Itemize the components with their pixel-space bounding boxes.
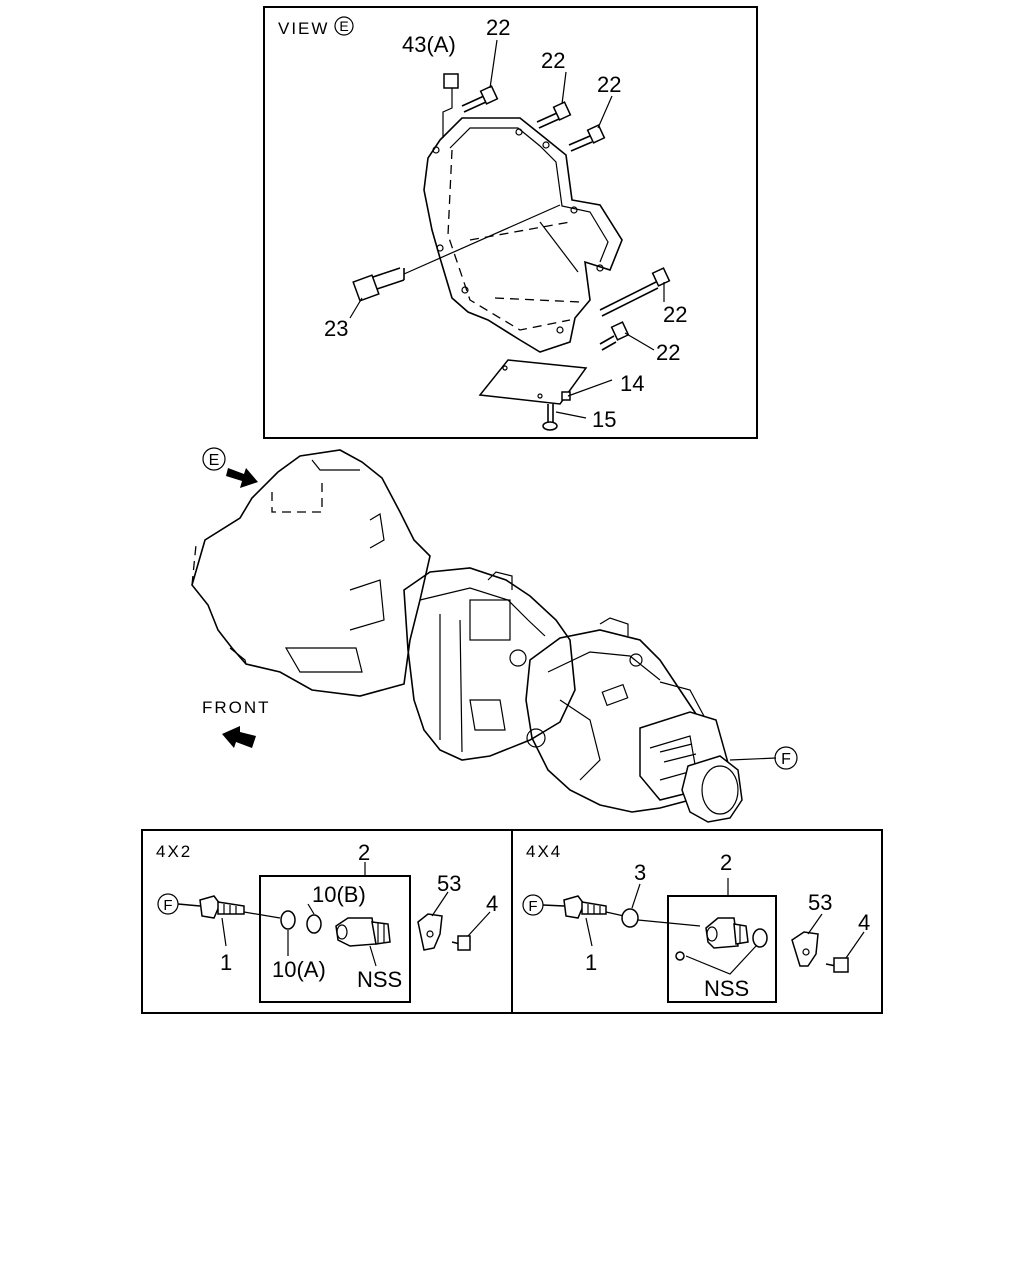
panel-4x2: 4X2 F	[156, 840, 498, 1003]
main-marker-e: E	[209, 452, 220, 469]
callout-4x2-nss: NSS	[357, 967, 402, 992]
main-case	[403, 567, 576, 761]
callout-4x4-53: 53	[808, 890, 832, 915]
callout-14: 14	[620, 371, 644, 396]
marker-f-4x4: F	[522, 894, 544, 916]
callout-4x4-2: 2	[720, 850, 732, 875]
seal-3-icon	[621, 908, 639, 928]
panel-4x4: 4X4 F	[522, 842, 870, 1003]
sleeve-2-icon-4x4	[705, 917, 749, 949]
callout-22-e: 22	[656, 340, 680, 365]
callout-4x4-4: 4	[858, 910, 870, 935]
callout-4x2-4: 4	[486, 891, 498, 916]
callout-4x2-10b: 10(B)	[312, 882, 366, 907]
callout-23: 23	[324, 316, 348, 341]
view-e-marker: E	[334, 16, 354, 36]
panel-4x4-title: 4X4	[526, 842, 562, 861]
view-e-frame	[263, 6, 758, 439]
bolt-22-a-icon	[461, 85, 499, 113]
callout-43a: 43(A)	[402, 32, 456, 57]
callout-4x2-53: 53	[437, 871, 461, 896]
bell-housing	[191, 449, 431, 697]
callout-22-a: 22	[486, 15, 510, 40]
callout-22-b: 22	[541, 48, 565, 73]
front-label: FRONT	[202, 698, 271, 717]
arrow-front-icon	[222, 726, 256, 748]
front-indicator: FRONT	[202, 698, 271, 748]
callout-22-c: 22	[597, 72, 621, 97]
o-ring-10b-icon	[306, 914, 322, 934]
bolt-23-icon	[352, 204, 561, 302]
small-seal-icon-4x4	[675, 951, 685, 961]
callout-4x4-3: 3	[634, 860, 646, 885]
main-marker-f: F	[781, 751, 791, 768]
sleeve-2-icon	[335, 917, 391, 947]
view-e-pointer: E	[202, 447, 258, 488]
view-f-pointer: F	[729, 746, 798, 770]
callout-4x4-nss: NSS	[704, 976, 749, 1001]
callout-22-d: 22	[663, 302, 687, 327]
view-e-marker-letter: E	[339, 18, 348, 34]
view-e-panel: VIEW E	[263, 6, 758, 439]
clutch-housing	[423, 117, 623, 353]
output-shaft	[639, 711, 743, 823]
bolt-4-icon-4x4	[825, 957, 849, 973]
bolt-43a-icon	[443, 73, 459, 89]
callout-4x4-1: 1	[585, 950, 597, 975]
callout-4x2-1: 1	[220, 950, 232, 975]
callout-4x2-2: 2	[358, 840, 370, 865]
driven-gear-1-icon	[177, 895, 281, 919]
marker-f-4x2: F	[157, 893, 179, 915]
bolt-22-b-icon	[536, 101, 572, 129]
bolt-4-icon-4x2	[451, 935, 471, 951]
o-ring-10a-icon	[280, 910, 296, 930]
bolt-22-d-icon	[599, 267, 671, 317]
clip-53-icon-4x4	[791, 931, 819, 967]
view-e-title: VIEW	[278, 19, 329, 38]
clip-53-icon	[417, 913, 443, 951]
speedometer-parts-panel: 4X2 F	[141, 829, 883, 1014]
transmission-view: E	[191, 447, 798, 823]
bolt-22-e-icon	[599, 321, 630, 351]
kit-box-4x4	[667, 895, 777, 1003]
driven-gear-1-icon-4x4	[542, 895, 625, 919]
kit-box-4x2	[259, 875, 411, 1003]
cover-plate-14-icon	[478, 359, 588, 405]
panel-4x2-title: 4X2	[156, 842, 192, 861]
callout-15: 15	[592, 407, 616, 432]
bolt-15-icon	[542, 404, 558, 431]
marker-f-4x2-letter: F	[163, 897, 172, 914]
callout-4x2-10a: 10(A)	[272, 957, 326, 982]
bolt-22-c-icon	[568, 124, 606, 152]
arrow-right-icon	[226, 468, 258, 488]
marker-f-4x4-letter: F	[528, 898, 537, 915]
bushing-icon-4x4	[752, 928, 768, 948]
